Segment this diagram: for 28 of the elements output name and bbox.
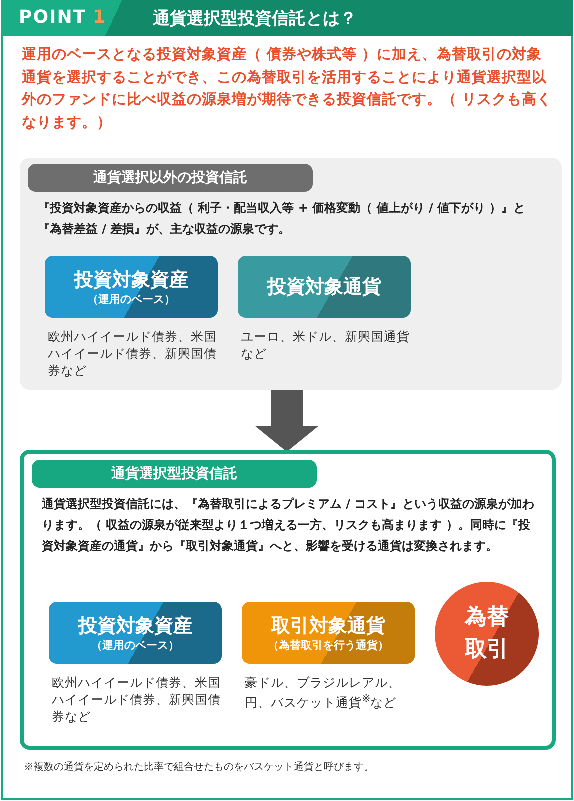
box-subtitle: （為替取引を行う通貨） — [268, 638, 389, 652]
example-text: 欧州ハイイールド債券、米国ハイイールド債券、新興国債券など — [52, 674, 222, 725]
section-panel — [20, 450, 556, 750]
box-title: 為替取引 — [464, 604, 510, 664]
example-text: ユーロ、米ドル、新興国通貨など — [241, 328, 411, 362]
category-box — [242, 602, 415, 664]
description-text: 『投資対象資産からの収益（ 利子・配当収入等 + 価格変動（ 値上がり / 値下がり ）』と『為替差益 / 差損』が、主な収益の源泉です。 — [38, 200, 527, 238]
box-title: 投資対象通貨 — [268, 275, 382, 299]
example-text: 豪ドル、ブラジルレアル、円、バスケット通貨$^{※}$など — [245, 674, 402, 712]
box-subtitle: （運用のベース） — [88, 292, 176, 306]
section-panel — [20, 158, 562, 390]
footnote-text: ※複数の通貨を定められた比率で組合せたものをバスケット通貨と呼びます。 — [24, 760, 374, 774]
description-text: 通貨選択型投資信託には、『為替取引によるプレミアム / コスト』という収益の源泉が加わります。（ 収益の源泉が従来型より１つ増える一方、リスクも高まります ）。同時に『投資対象資産の通貨』から『取引対象通貨』へと、影響を受ける通貨は変換されます。 — [42, 496, 536, 555]
intro-paragraph: 運用のベースとなる投資対象資産（ 債券や株式等 ）に加え、為替取引の対象通貨を選択することができ、この為替取引を活用することにより通貨選択型以外のファンドに比べ収益の源泉増が期待できる投資信託です。（ リスクも高くなります。） — [22, 45, 554, 132]
example-text: 欧州ハイイールド債券、米国ハイイールド債券、新興国債券など — [48, 328, 218, 379]
category-box — [238, 256, 411, 318]
header-title: 通貨選択型投資信託とは？ — [153, 8, 357, 30]
point-label: POINT — [19, 7, 87, 28]
point-number: 1 — [93, 7, 106, 28]
arrow — [255, 390, 319, 452]
section-tab: 通貨選択以外の投資信託 — [28, 164, 313, 192]
section-tab: 通貨選択型投資信託 — [32, 460, 317, 488]
box-title: 投資対象資産 — [78, 614, 192, 638]
box-title: 取引対象通貨 — [272, 614, 386, 638]
category-box — [45, 256, 218, 318]
category-box — [49, 602, 222, 664]
box-subtitle: （運用のベース） — [92, 638, 180, 652]
box-title: 投資対象資産 — [74, 268, 188, 292]
